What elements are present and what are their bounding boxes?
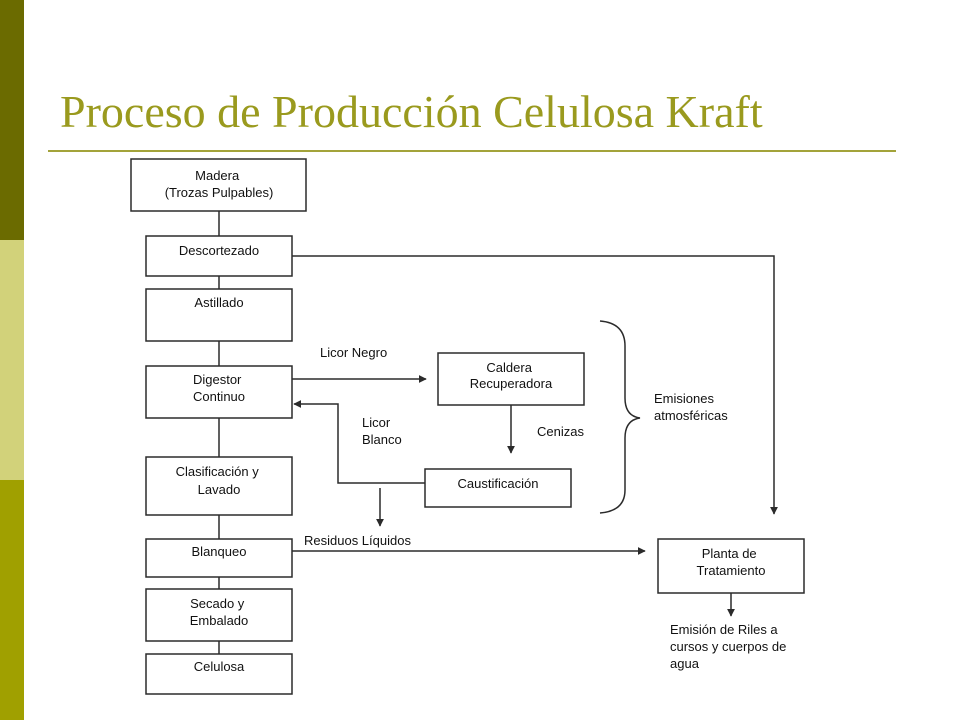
label-licor-negro-line-1: Licor Negro — [320, 345, 387, 360]
node-secado-line-2: Embalado — [190, 613, 249, 628]
node-clasificacion-text: Clasificación y Lavado — [176, 464, 263, 497]
label-emisiones-line-2: atmosféricas — [654, 408, 728, 423]
node-caldera-line-1: Caldera — [486, 360, 532, 375]
box-caldera — [437, 352, 585, 406]
box-astillado — [145, 288, 293, 342]
box-madera — [130, 158, 307, 212]
label-licor-negro: Licor Negro — [320, 345, 387, 360]
node-astillado-text: Astillado — [194, 295, 243, 310]
node-blanqueo-text: Blanqueo — [192, 544, 247, 559]
node-descortezado-text: Descortezado — [179, 243, 259, 258]
arrow-descortezado-planta — [292, 255, 778, 515]
node-secado-text: Secado y Embalado — [190, 596, 249, 628]
label-licor-blanco-line-1: Licor — [362, 415, 391, 430]
box-caustificacion — [424, 468, 572, 508]
node-digestor-line-1: Digestor — [193, 372, 242, 387]
box-planta — [657, 538, 805, 594]
node-celulosa-text: Celulosa — [194, 659, 245, 674]
label-emisiones: Emisiones atmosféricas — [654, 391, 728, 423]
label-licor-blanco: Licor Blanco — [362, 415, 402, 447]
label-residuos-liquidos: Residuos Líquidos — [304, 533, 411, 548]
box-celulosa — [145, 653, 293, 695]
node-caldera-text: Caldera Recuperadora — [470, 360, 553, 391]
node-celulosa-line-1: Celulosa — [194, 659, 245, 674]
label-cenizas-line-1: Cenizas — [537, 424, 584, 439]
side-band-bottom — [0, 480, 24, 720]
label-emision-riles-line-3: agua — [670, 656, 700, 671]
node-digestor-text: Digestor Continuo — [193, 372, 245, 404]
node-planta-line-1: Planta de — [702, 546, 757, 561]
node-clasificacion-line-2: Lavado — [198, 482, 241, 497]
label-emision-riles: Emisión de Riles a cursos y cuerpos de a… — [670, 622, 790, 671]
box-digestor — [145, 365, 293, 419]
label-emision-riles-line-1: Emisión de Riles a — [670, 622, 778, 637]
node-clasificacion-line-1: Clasificación y — [176, 464, 260, 479]
node-madera-line-1: Madera — [195, 168, 240, 183]
label-licor-blanco-line-2: Blanco — [362, 432, 402, 447]
node-astillado-line-1: Astillado — [194, 295, 243, 310]
node-descortezado-line-1: Descortezado — [179, 243, 259, 258]
emisiones-brace — [599, 320, 641, 514]
box-blanqueo — [145, 538, 293, 578]
node-caldera-line-2: Recuperadora — [470, 376, 553, 391]
node-caustificacion-text: Caustificación — [458, 476, 539, 491]
title-underline — [48, 150, 896, 152]
node-caustificacion-line-1: Caustificación — [458, 476, 539, 491]
label-emision-riles-line-2: cursos y cuerpos de — [670, 639, 786, 654]
box-secado — [145, 588, 293, 642]
node-madera-text: Madera (Trozas Pulpables) — [165, 168, 274, 200]
node-planta-text: Planta de Tratamiento — [697, 546, 766, 578]
arrow-licor-blanco — [293, 400, 425, 484]
slide-title: Proceso de Producción Celulosa Kraft — [60, 86, 763, 137]
node-blanqueo-line-1: Blanqueo — [192, 544, 247, 559]
side-band-top — [0, 0, 24, 240]
box-descortezado — [145, 235, 293, 277]
label-emisiones-line-1: Emisiones — [654, 391, 714, 406]
node-digestor-line-2: Continuo — [193, 389, 245, 404]
label-residuos-line-1: Residuos Líquidos — [304, 533, 411, 548]
node-madera-line-2: (Trozas Pulpables) — [165, 185, 274, 200]
label-cenizas: Cenizas — [537, 424, 584, 439]
box-clasificacion — [145, 456, 293, 516]
node-secado-line-1: Secado y — [190, 596, 245, 611]
side-band-middle — [0, 240, 24, 480]
node-planta-line-2: Tratamiento — [697, 563, 766, 578]
